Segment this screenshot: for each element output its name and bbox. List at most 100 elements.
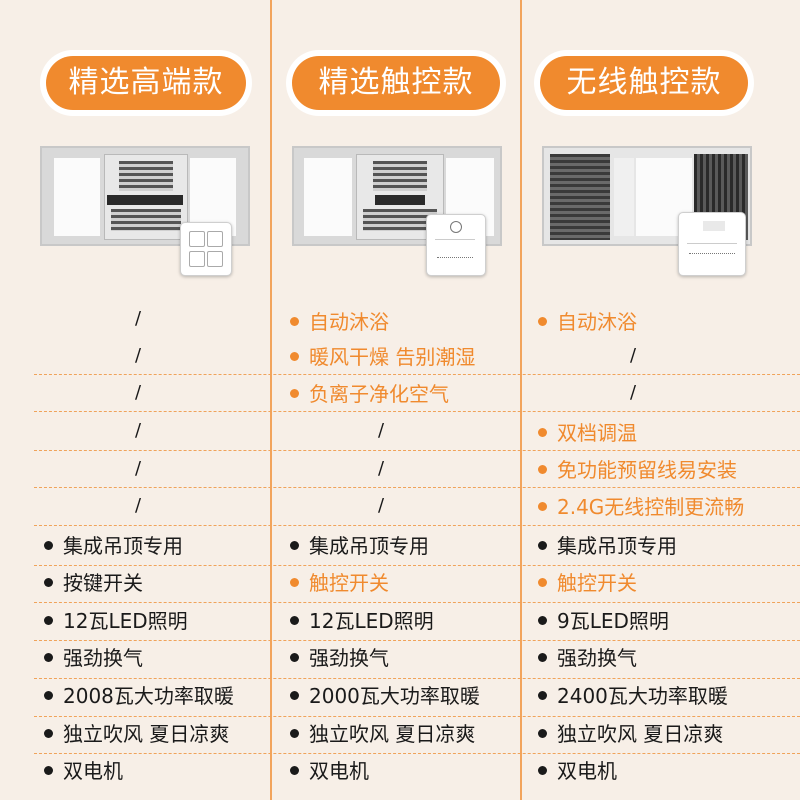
bullet-icon — [290, 653, 299, 662]
feature-cell: 2008瓦大功率取暖 — [44, 682, 234, 710]
bullet-icon — [538, 465, 547, 474]
bullet-icon — [538, 729, 547, 738]
feature-cell: 集成吊顶专用 — [44, 532, 183, 560]
feature-cell: 9瓦LED照明 — [538, 607, 669, 635]
feature-cell: 免功能预留线易安装 — [538, 456, 737, 484]
bullet-icon — [290, 541, 299, 550]
row-separator — [34, 565, 800, 566]
row-separator — [34, 716, 800, 717]
product-image-wireless — [542, 140, 757, 276]
feature-cell: 按键开关 — [44, 569, 143, 597]
feature-cell: 触控开关 — [290, 569, 389, 597]
bullet-icon — [290, 389, 299, 398]
feature-cell: 集成吊顶专用 — [538, 532, 677, 560]
feature-cell: 2.4G无线控制更流畅 — [538, 493, 744, 521]
wall-switch — [180, 222, 232, 276]
bullet-icon — [290, 729, 299, 738]
bullet-icon — [538, 502, 547, 511]
header-premium: 精选高端款 — [46, 56, 246, 110]
row-separator — [34, 450, 800, 451]
bullet-icon — [290, 616, 299, 625]
row-separator — [34, 487, 800, 488]
header-wireless-touch: 无线触控款 — [540, 56, 748, 110]
fan-grille-left — [550, 154, 610, 240]
bullet-icon — [538, 616, 547, 625]
wireless-remote — [678, 212, 746, 276]
bullet-icon — [290, 578, 299, 587]
row-separator — [34, 525, 800, 526]
display-strip — [375, 195, 425, 205]
feature-cell: 独立吹风 夏日凉爽 — [44, 720, 229, 748]
bullet-icon — [44, 578, 53, 587]
vent-grille — [119, 161, 173, 191]
bath-heater-panel — [292, 146, 502, 246]
bullet-icon — [538, 653, 547, 662]
bullet-icon — [290, 691, 299, 700]
product-image-touch — [292, 140, 507, 276]
feature-cell: 独立吹风 夏日凉爽 — [290, 720, 475, 748]
bullet-icon — [538, 578, 547, 587]
bullet-icon — [538, 691, 547, 700]
bullet-icon — [538, 766, 547, 775]
cell-empty: / — [378, 495, 385, 516]
feature-cell: 双电机 — [44, 757, 123, 785]
feature-cell: 双档调温 — [538, 419, 637, 447]
bullet-icon — [290, 352, 299, 361]
vent-grille-lower — [111, 209, 181, 231]
cell-empty: / — [630, 345, 637, 366]
cell-empty: / — [135, 382, 142, 403]
feature-cell: 暖风干燥 告别潮湿 — [290, 343, 475, 371]
feature-cell: 独立吹风 夏日凉爽 — [538, 720, 723, 748]
row-separator — [34, 602, 800, 603]
bullet-icon — [290, 317, 299, 326]
feature-cell: 触控开关 — [538, 569, 637, 597]
row-separator — [34, 411, 800, 412]
column-divider-left — [270, 0, 272, 800]
row-separator — [34, 678, 800, 679]
feature-cell: 自动沐浴 — [538, 308, 637, 336]
cell-empty: / — [135, 345, 142, 366]
feature-cell: 12瓦LED照明 — [44, 607, 188, 635]
header-touch: 精选触控款 — [292, 56, 500, 110]
column-divider-right — [520, 0, 522, 800]
lamp-left — [54, 158, 100, 236]
feature-cell: 自动沐浴 — [290, 308, 389, 336]
control-strip — [614, 158, 634, 236]
bullet-icon — [44, 541, 53, 550]
heater-module — [104, 154, 188, 240]
feature-cell: 双电机 — [290, 757, 369, 785]
row-separator — [34, 753, 800, 754]
feature-cell: 负离子净化空气 — [290, 380, 449, 408]
feature-cell: 2400瓦大功率取暖 — [538, 682, 728, 710]
touch-controller — [426, 214, 486, 276]
cell-empty: / — [630, 382, 637, 403]
row-separator — [34, 640, 800, 641]
display-strip — [107, 195, 183, 205]
bullet-icon — [44, 729, 53, 738]
bullet-icon — [44, 653, 53, 662]
feature-cell: 双电机 — [538, 757, 617, 785]
feature-cell: 强劲换气 — [44, 644, 143, 672]
bullet-icon — [44, 691, 53, 700]
bullet-icon — [290, 766, 299, 775]
feature-cell: 12瓦LED照明 — [290, 607, 434, 635]
vent-grille — [373, 161, 427, 191]
feature-cell: 强劲换气 — [538, 644, 637, 672]
bullet-icon — [538, 428, 547, 437]
row-separator — [34, 374, 800, 375]
bullet-icon — [44, 616, 53, 625]
bullet-icon — [44, 766, 53, 775]
lamp-left — [304, 158, 352, 236]
cell-empty: / — [378, 420, 385, 441]
feature-cell: 集成吊顶专用 — [290, 532, 429, 560]
cell-empty: / — [378, 458, 385, 479]
cell-empty: / — [135, 308, 142, 329]
cell-empty: / — [135, 495, 142, 516]
feature-cell: 强劲换气 — [290, 644, 389, 672]
vent-grille-lower — [363, 209, 437, 231]
cell-empty: / — [135, 420, 142, 441]
bullet-icon — [538, 317, 547, 326]
feature-cell: 2000瓦大功率取暖 — [290, 682, 480, 710]
product-image-premium — [40, 140, 255, 276]
bullet-icon — [538, 541, 547, 550]
